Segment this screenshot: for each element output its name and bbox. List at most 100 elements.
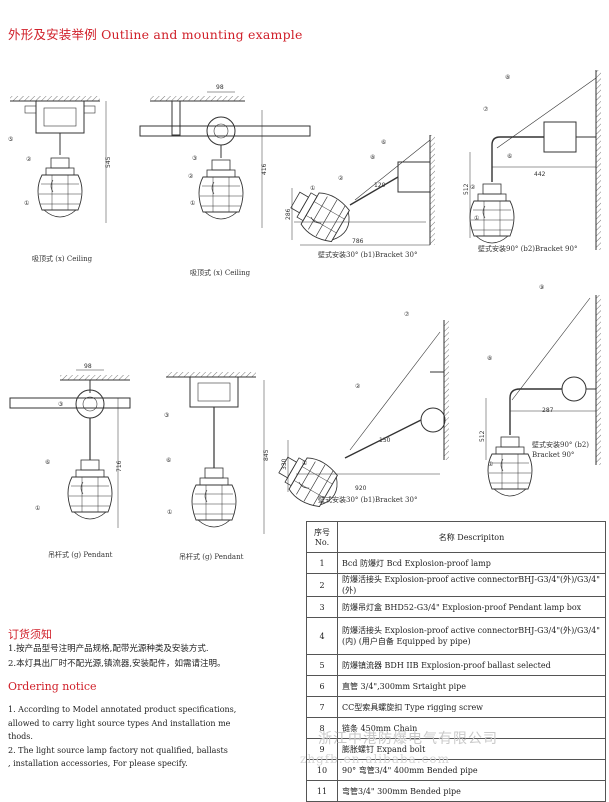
svg-text:⑤: ⑤ — [8, 136, 13, 143]
row-desc: 直管 3/4",300mm Srtaight pipe — [337, 675, 606, 697]
caption-pendant-b: 吊杆式 (g) Pendant — [179, 553, 244, 561]
diagram-bracket-30-top: 786 286 120 ⑥ ⑧ ② ① — [283, 135, 435, 250]
svg-text:512: 512 — [479, 430, 486, 442]
svg-text:416: 416 — [261, 163, 268, 175]
row-no: 7 — [306, 696, 338, 718]
ordering-en-line: thods. — [8, 732, 33, 741]
header-no: 序号 No. — [306, 521, 338, 553]
row-no: 1 — [306, 552, 338, 574]
svg-text:⑥: ⑥ — [507, 153, 512, 160]
svg-text:845: 845 — [263, 449, 270, 461]
caption-ceiling-b: 吸顶式 (x) Ceiling — [190, 269, 251, 277]
row-desc: 防爆镇流器 BDH IIB Explosion-proof ballast se… — [337, 654, 606, 676]
page-title: 外形及安装举例 Outline and mounting example — [8, 27, 303, 42]
ordering-en-text: 1. According to Model annotated product … — [8, 703, 298, 771]
row-no: 2 — [306, 573, 338, 597]
diagram-ceiling-b: 98 416 ③ ② ① — [139, 84, 311, 228]
svg-text:⑥: ⑥ — [166, 457, 171, 464]
row-desc: Bcd 防爆灯 Bcd Explosion-proof lamp — [337, 552, 606, 574]
row-desc: 防爆活接头 Explosion-proof active connectorBH… — [337, 617, 606, 655]
svg-text:③: ③ — [58, 401, 63, 408]
svg-text:③: ③ — [164, 412, 169, 419]
ordering-cn-text: 1.按产品型号注明产品规格,配带光源种类及安装方式. 2.本灯具出厂时不配光源,… — [8, 642, 226, 672]
diagram-bracket-30-bottom: 330 920 150 ⑦ ② ① — [271, 311, 449, 515]
row-desc: 弯管3/4" 300mm Bended pipe — [337, 780, 606, 802]
row-desc: CC型索具螺旋扣 Type rigging screw — [337, 696, 606, 718]
diagram-ceiling-a: 545 ⑤ ② ① — [8, 96, 112, 223]
svg-text:920: 920 — [355, 485, 367, 492]
row-no: 5 — [306, 654, 338, 676]
svg-text:②: ② — [355, 383, 361, 390]
svg-text:⑦: ⑦ — [404, 311, 410, 318]
ordering-cn-line: 2.本灯具出厂时不配光源,镇流器,安装配件，如需请注明。 — [8, 659, 226, 669]
ordering-cn-line: 1.按产品型号注明产品规格,配带光源种类及安装方式. — [8, 644, 209, 654]
ordering-en-title: Ordering notice — [8, 680, 97, 693]
table-header-row: 序号 No. 名称 Descripiton — [306, 521, 606, 553]
caption-pendant-a: 吊杆式 (g) Pendant — [48, 551, 113, 559]
svg-text:⑧: ⑧ — [370, 154, 375, 161]
row-no: 3 — [306, 596, 338, 618]
svg-text:②: ② — [188, 173, 194, 180]
mounting-diagrams: 545 ⑤ ② ① 98 416 ③ ② ① 786 286 120 ⑥ — [8, 70, 601, 534]
caption-bracket-90-bottom: 壁式安装90° (b2) Bracket 90° — [532, 441, 590, 459]
svg-text:442: 442 — [534, 171, 546, 178]
svg-text:①: ① — [35, 505, 40, 512]
row-desc: 防爆吊灯盒 BHD52-G3/4" Explosion-proof Pendan… — [337, 596, 606, 618]
svg-text:⑦: ⑦ — [483, 106, 489, 113]
ordering-en-line: 2. The light source lamp factory not qua… — [8, 745, 228, 755]
svg-text:286: 286 — [285, 208, 292, 220]
svg-text:①: ① — [474, 215, 479, 222]
svg-text:150: 150 — [379, 437, 391, 444]
svg-text:②: ② — [338, 175, 344, 182]
diagram-pendant-a: 98 716 ③ ⑥ ① — [9, 363, 131, 528]
svg-text:②: ② — [26, 156, 32, 163]
svg-text:②: ② — [470, 184, 476, 191]
svg-text:⑥: ⑥ — [381, 139, 386, 146]
row-no: 4 — [306, 617, 338, 655]
diagram-pendant-b: 845 ③ ⑥ ① — [164, 372, 270, 534]
header-description: 名称 Descripiton — [337, 521, 606, 553]
svg-text:①: ① — [167, 509, 172, 516]
svg-text:545: 545 — [105, 156, 112, 168]
svg-text:①: ① — [488, 461, 493, 468]
row-no: 6 — [306, 675, 338, 697]
svg-text:①: ① — [302, 460, 307, 467]
watermark: 浙江中港防爆电气有限公司 — [318, 731, 498, 747]
ordering-cn-title: 订货须知 — [8, 628, 52, 641]
caption-bracket-90-top: 壁式安装90° (b2)Bracket 90° — [478, 245, 578, 253]
svg-text:⑧: ⑧ — [505, 74, 510, 81]
row-no: 11 — [306, 780, 338, 802]
svg-text:①: ① — [310, 185, 315, 192]
diagram-bracket-90-top: 442 512 ⑧ ⑦ ⑥ ② ① — [463, 70, 601, 250]
svg-text:98: 98 — [84, 363, 92, 370]
row-desc: 防爆活接头 Explosion-proof active connectorBH… — [337, 573, 606, 597]
svg-text:512: 512 — [463, 183, 470, 195]
svg-text:③: ③ — [192, 155, 197, 162]
watermark-url: zhgfb.en.alibaba.com — [300, 752, 450, 766]
svg-text:716: 716 — [116, 460, 123, 472]
svg-text:⑨: ⑨ — [539, 284, 544, 291]
svg-text:⑥: ⑥ — [45, 459, 50, 466]
ordering-en-line: , installation accessories, For please s… — [8, 759, 188, 768]
caption-bracket-30-bottom: 壁式安装30° (b1)Bracket 30° — [318, 496, 418, 504]
svg-text:①: ① — [24, 200, 29, 207]
svg-text:98: 98 — [216, 84, 224, 91]
svg-text:①: ① — [190, 200, 195, 207]
diagram-bracket-90-bottom: 287 512 ⑨ ⑧ ① — [479, 284, 601, 497]
caption-ceiling-a: 吸顶式 (x) Ceiling — [32, 255, 93, 263]
ordering-en-line: 1. According to Model annotated product … — [8, 705, 237, 714]
ordering-en-line: allowed to carry light source types And … — [8, 718, 231, 728]
svg-text:120: 120 — [374, 182, 386, 189]
svg-text:786: 786 — [352, 238, 364, 245]
svg-text:287: 287 — [542, 407, 554, 414]
